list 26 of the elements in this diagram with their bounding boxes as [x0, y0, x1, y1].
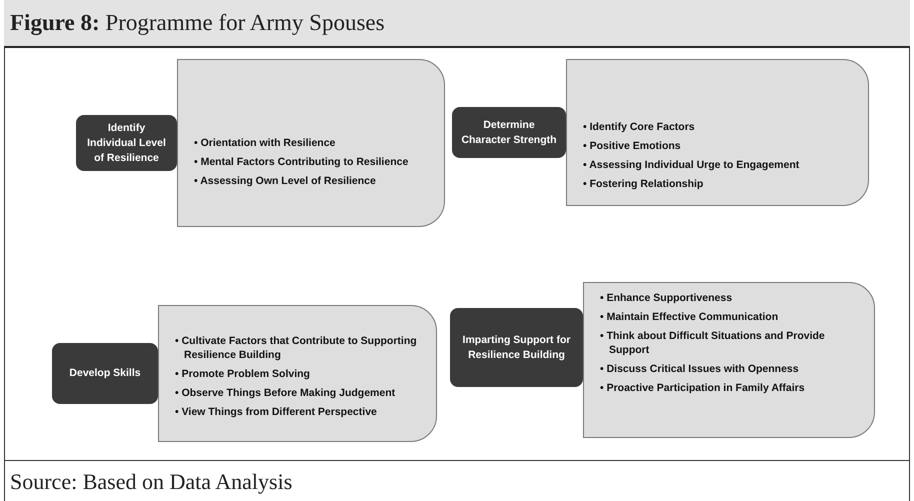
content-panel — [583, 282, 875, 438]
bullet-item: • Assessing Individual Urge to Engagement — [583, 158, 800, 172]
stage-box: Identify Individual Level of Resilience — [76, 115, 177, 171]
bullet-item: • Discuss Critical Issues with Openness — [600, 362, 800, 376]
figure-title: Figure 8: Programme for Army Spouses — [10, 8, 385, 38]
stage-box: Imparting Support for Resilience Building — [450, 308, 583, 387]
stage-box: Determine Character Strength — [452, 107, 566, 158]
content-panel — [566, 59, 869, 206]
content-panel — [177, 59, 445, 227]
bullet-item: • Positive Emotions — [583, 139, 682, 153]
bullet-item: • Think about Difficult Situations and Provide Support — [600, 329, 826, 357]
bullet-item: • Orientation with Resilience — [194, 136, 336, 150]
bullet-item: • Identify Core Factors — [583, 120, 696, 134]
bullet-item: • Observe Things Before Making Judgement — [175, 386, 396, 400]
stage-box: Develop Skills — [52, 343, 158, 404]
bullet-item: • View Things from Different Perspective — [175, 405, 378, 419]
content-panel — [158, 305, 437, 442]
bullet-item: • Promote Problem Solving — [175, 367, 311, 381]
bullet-item: • Enhance Supportiveness — [600, 291, 734, 305]
bullet-item: • Proactive Participation in Family Affairs — [600, 381, 806, 395]
bullet-item: • Maintain Effective Communication — [600, 310, 780, 324]
bullet-item: • Cultivate Factors that Contribute to Supporting Resilience Building — [175, 334, 418, 362]
source-caption: Source: Based on Data Analysis — [10, 468, 292, 496]
bullet-item: • Mental Factors Contributing to Resilience — [194, 155, 410, 169]
bullet-item: • Assessing Own Level of Resilience — [194, 174, 377, 188]
bullet-item: • Fostering Relationship — [583, 177, 704, 191]
